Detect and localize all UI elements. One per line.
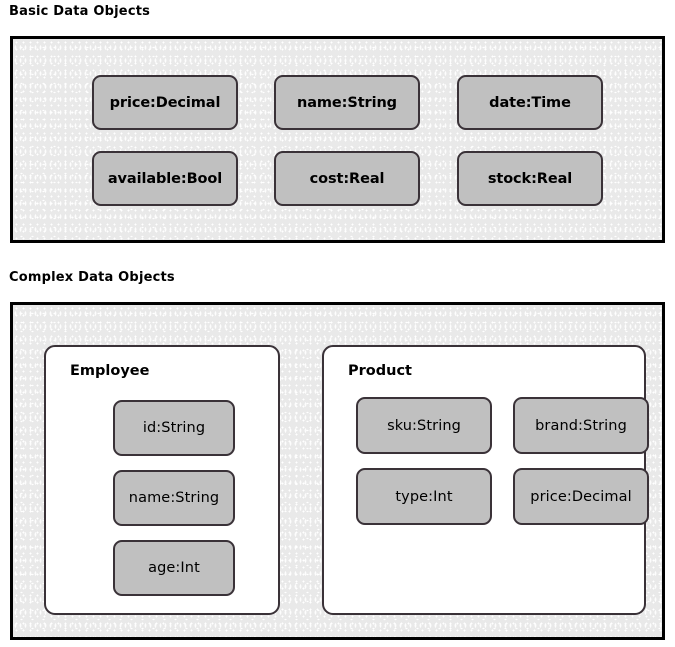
group-title-product: Product bbox=[348, 363, 412, 379]
data-object-chip-name-string[interactable]: name:String bbox=[274, 75, 420, 130]
complex-object-card-product[interactable]: Product sku:String brand:String type:Int… bbox=[322, 345, 649, 615]
field-chip-sku-string[interactable]: sku:String bbox=[356, 397, 492, 454]
basic-data-objects-panel: price:Decimal name:String date:Time avai… bbox=[10, 36, 665, 243]
field-chip-type-int[interactable]: type:Int bbox=[356, 468, 492, 525]
complex-data-objects-panel: Employee id:String name:String age:Int P… bbox=[10, 302, 665, 640]
data-object-chip-stock-real[interactable]: stock:Real bbox=[457, 151, 603, 206]
basic-data-objects-heading: Basic Data Objects bbox=[9, 4, 151, 19]
data-object-chip-cost-real[interactable]: cost:Real bbox=[274, 151, 420, 206]
field-chip-brand-string[interactable]: brand:String bbox=[513, 397, 649, 454]
field-chip-name-string[interactable]: name:String bbox=[113, 470, 235, 526]
data-object-chip-price-decimal[interactable]: price:Decimal bbox=[92, 75, 238, 130]
data-object-chip-available-bool[interactable]: available:Bool bbox=[92, 151, 238, 206]
data-object-chip-date-time[interactable]: date:Time bbox=[457, 75, 603, 130]
field-chip-price-decimal[interactable]: price:Decimal bbox=[513, 468, 649, 525]
complex-object-card-employee[interactable]: Employee id:String name:String age:Int bbox=[44, 345, 280, 615]
complex-data-objects-heading: Complex Data Objects bbox=[9, 270, 175, 285]
group-title-employee: Employee bbox=[70, 363, 150, 379]
field-chip-age-int[interactable]: age:Int bbox=[113, 540, 235, 596]
field-chip-id-string[interactable]: id:String bbox=[113, 400, 235, 456]
